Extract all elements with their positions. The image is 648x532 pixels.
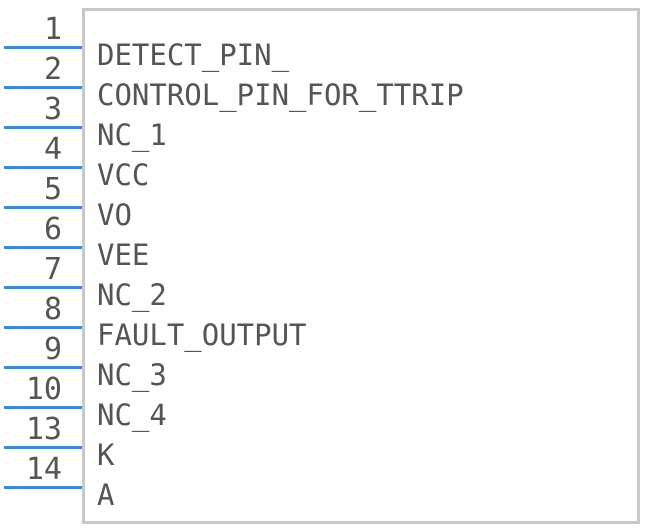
pin-line <box>4 366 82 369</box>
pin-line <box>4 406 82 409</box>
pin-number: 4 <box>43 132 62 167</box>
pin-label: K <box>97 438 115 472</box>
pin-number: 5 <box>43 172 62 207</box>
pin-number: 8 <box>43 292 62 327</box>
pin-label: VO <box>97 198 132 232</box>
pin-label: VEE <box>97 238 150 272</box>
pin-line <box>4 86 82 89</box>
pin-number: 1 <box>43 12 62 47</box>
pin-line <box>4 166 82 169</box>
pin-line <box>4 286 82 289</box>
pin-number: 6 <box>43 212 62 247</box>
pin-label: A <box>97 478 115 512</box>
pin-number: 9 <box>43 332 62 367</box>
pin-label: CONTROL_PIN_FOR_TTRIP <box>97 78 464 112</box>
pin-line <box>4 46 82 49</box>
pin-number: 14 <box>25 452 62 487</box>
pin-label: NC_3 <box>97 358 167 392</box>
pin-number: 13 <box>25 412 62 447</box>
pin-line <box>4 326 82 329</box>
pin-label: VCC <box>97 158 150 192</box>
pin-number: 2 <box>43 52 62 87</box>
pin-number: 3 <box>43 92 62 127</box>
pin-line <box>4 126 82 129</box>
pin-number: 10 <box>25 372 62 407</box>
pin-label: NC_2 <box>97 278 167 312</box>
pin-number: 7 <box>43 252 62 287</box>
component-body <box>82 8 640 524</box>
pin-label: DETECT_PIN_ <box>97 38 290 72</box>
pin-line <box>4 206 82 209</box>
pin-label: NC_4 <box>97 398 167 432</box>
pin-line <box>4 246 82 249</box>
pin-line <box>4 446 82 449</box>
pin-label: NC_1 <box>97 118 167 152</box>
pin-label: FAULT_OUTPUT <box>97 318 307 352</box>
pin-line <box>4 486 82 489</box>
